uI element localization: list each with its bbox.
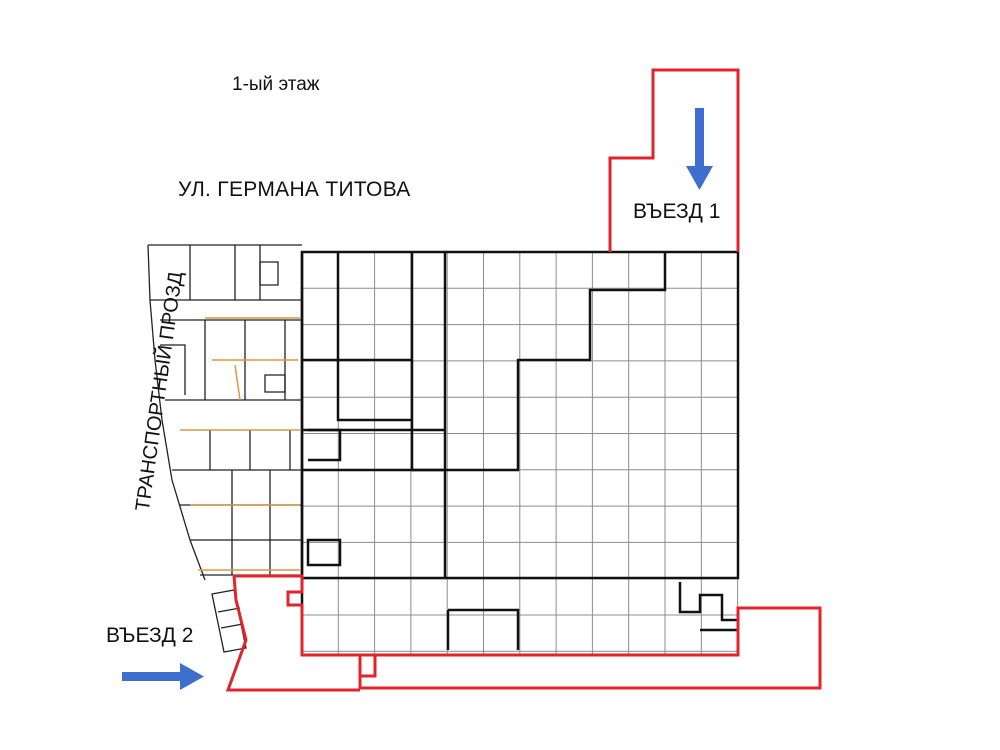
entry-1-label: ВЪЕЗД 1 xyxy=(633,200,721,223)
south-yard-outline xyxy=(234,574,822,690)
entry-2-zone-outline xyxy=(225,575,360,692)
entry-2-label: ВЪЕЗД 2 xyxy=(106,624,194,647)
gate-box xyxy=(360,653,377,678)
grid-lines xyxy=(301,251,739,655)
entry-1-arrow xyxy=(686,108,713,190)
office-block-wall xyxy=(302,252,414,362)
west-wing-accent-walls xyxy=(180,317,300,571)
southwest-annex xyxy=(211,589,247,653)
floor-label: 1-ый этаж xyxy=(232,74,320,95)
stair-room xyxy=(308,428,342,462)
street-name-top: УЛ. ГЕРМАНА ТИТОВА xyxy=(178,178,411,201)
territory-outline xyxy=(225,68,822,692)
entry-2-arrow xyxy=(122,663,204,690)
south-room-wall xyxy=(446,608,520,650)
service-room xyxy=(306,538,342,567)
entry-1-zone-outline xyxy=(608,68,740,252)
stair-core xyxy=(678,582,738,622)
structural-walls xyxy=(300,250,740,655)
office-partition xyxy=(336,252,412,422)
